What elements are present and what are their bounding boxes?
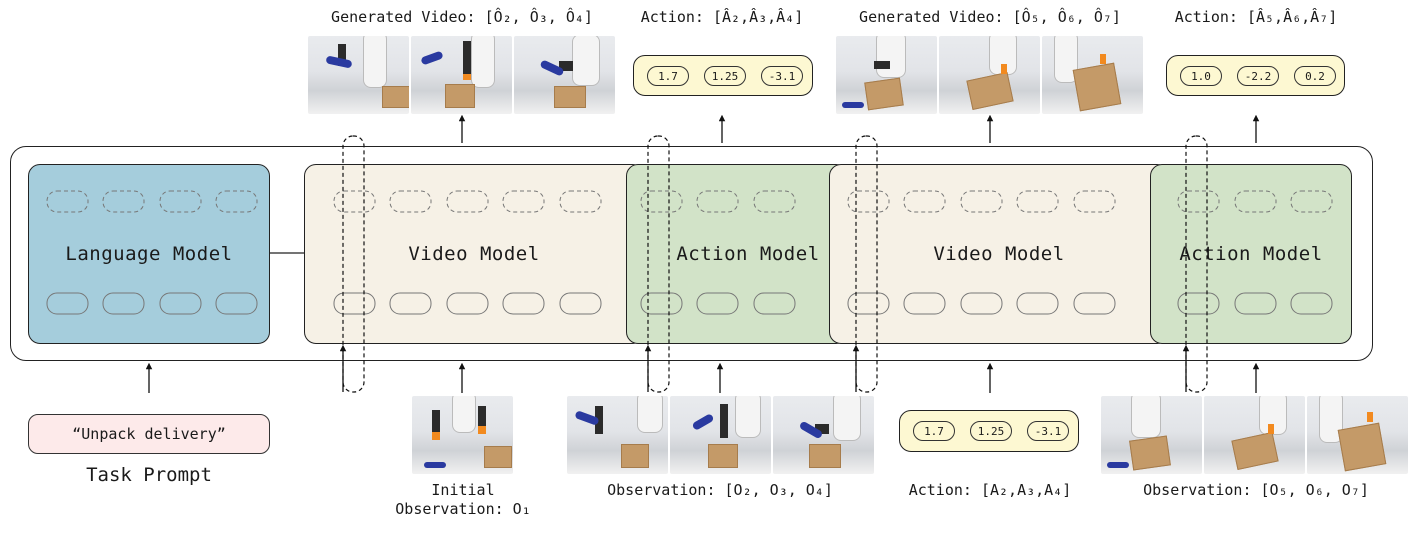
generated-video-label-1: Generated Video: [Ô₂, Ô₃, Ô₄]: [331, 8, 593, 26]
observation-frame-o7: [1307, 396, 1408, 474]
generated-frame-o6: [939, 36, 1040, 114]
initial-observation-frame: [412, 396, 513, 474]
generated-frame-o7: [1042, 36, 1143, 114]
language-model-title: Language Model: [65, 243, 233, 265]
generated-frame-o3: [411, 36, 512, 114]
action-value-chip: 1.7: [647, 65, 689, 86]
action-model-title-2: Action Model: [1179, 243, 1323, 265]
video-model-title-1: Video Model: [408, 243, 540, 265]
observation-frame-o6: [1204, 396, 1305, 474]
observation-frame-o3: [670, 396, 771, 474]
action-model-title-1: Action Model: [676, 243, 820, 265]
observation-frame-o5: [1101, 396, 1202, 474]
task-prompt-label: Task Prompt: [86, 464, 212, 486]
action-value-chip: -3.1: [1027, 421, 1069, 441]
generated-frame-o5: [836, 36, 937, 114]
observation-frame-o4: [773, 396, 874, 474]
generated-frame-o4: [514, 36, 615, 114]
action-value-chip: -3.1: [761, 65, 803, 86]
observation-label-2: Observation: [O₅, O₆, O₇]: [1143, 481, 1369, 499]
video-model-title-2: Video Model: [933, 243, 1065, 265]
generated-video-label-2: Generated Video: [Ô₅, Ô₆, Ô₇]: [859, 8, 1121, 26]
initial-observation-label-line2: Observation: O₁: [395, 500, 531, 518]
action-value-chip: 1.25: [970, 421, 1012, 441]
predicted-action-panel-1: 1.7 1.25 -3.1: [633, 55, 813, 96]
action-value-chip: 1.7: [913, 421, 955, 441]
action-label-1: Action: [Â₂,Â₃,Â₄]: [640, 8, 804, 26]
action-value-chip: 0.2: [1294, 65, 1336, 86]
initial-observation-label-line1: Initial: [431, 481, 495, 499]
action-input-label: Action: [A₂,A₃,A₄]: [908, 481, 1072, 499]
action-label-2: Action: [Â₅,Â₆,Â₇]: [1174, 8, 1338, 26]
generated-frame-o2: [308, 36, 409, 114]
action-value-chip: 1.0: [1180, 65, 1222, 86]
action-value-chip: 1.25: [704, 65, 746, 86]
model-container: [10, 146, 1373, 361]
observation-frame-o2: [567, 396, 668, 474]
action-value-chip: -2.2: [1237, 65, 1279, 86]
prompt-box: “Unpack delivery”: [28, 414, 270, 454]
predicted-action-panel-2: 1.0 -2.2 0.2: [1166, 55, 1345, 96]
input-action-panel: 1.7 1.25 -3.1: [899, 410, 1079, 452]
observation-label-1: Observation: [O₂, O₃, O₄]: [607, 481, 833, 499]
